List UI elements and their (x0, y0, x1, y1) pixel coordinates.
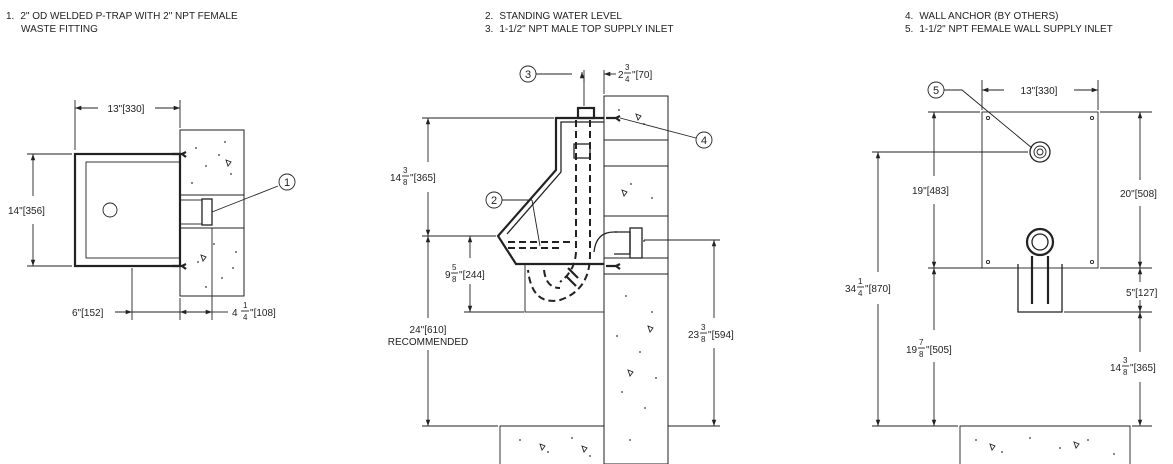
svg-text:"[244]: "[244] (459, 270, 485, 281)
callout-2 (485, 191, 503, 209)
svg-text:5: 5 (452, 263, 457, 272)
front-trap-housing (1017, 264, 1063, 313)
note-3: 3.1-1/2" NPT MALE TOP SUPPLY INLET (485, 24, 674, 35)
front-outlet (1025, 227, 1055, 257)
svg-text:8: 8 (919, 350, 924, 359)
note-1-line-2: WASTE FITTING (21, 24, 98, 35)
dim-front-bottom: 14 3 8 "[365] (1110, 356, 1156, 377)
svg-text:23: 23 (688, 330, 700, 341)
note-5: 5.1-1/2" NPT FEMALE WALL SUPPLY INLET (905, 24, 1113, 35)
svg-text:4: 4 (243, 313, 248, 322)
dim-side-outlet: 23 3 8 "[594] (688, 323, 734, 344)
side-floor (499, 425, 604, 464)
callout-4 (695, 131, 713, 149)
svg-text:9: 9 (445, 270, 451, 281)
dim-front-lower: 19 7 8 "[505] (906, 338, 952, 359)
dim-front-total: 34 1 4 "[870] (845, 277, 891, 298)
side-dashed-pipes (508, 120, 591, 302)
svg-text:7: 7 (919, 338, 924, 347)
svg-text:1: 1 (243, 301, 248, 310)
side-outlet-fitting (593, 231, 631, 255)
callout-3 (519, 65, 537, 83)
side-top-inlet (576, 106, 596, 120)
svg-text:19: 19 (906, 345, 918, 356)
svg-text:14: 14 (390, 173, 402, 184)
front-view: 5 13"[330] 19"[483] 34 1 4 "[870] (845, 80, 1158, 464)
svg-text:8: 8 (452, 275, 457, 284)
note-1: 1.2" OD WELDED P-TRAP WITH 2" NPT FEMALE (6, 11, 238, 22)
svg-text:14: 14 (1110, 363, 1122, 374)
callout-1 (278, 173, 296, 191)
callout-5-label: 5 (933, 85, 939, 97)
top-receptor (73, 152, 182, 268)
svg-text:"[365]: "[365] (410, 173, 436, 184)
dim-front-trap: 5"[127] (1126, 288, 1158, 299)
notes: 1.2" OD WELDED P-TRAP WITH 2" NPT FEMALE… (6, 11, 1113, 35)
dim-side-floor: 24"[610] (410, 325, 447, 336)
concrete-speckle (191, 141, 237, 288)
callout-2-label: 2 (491, 195, 497, 207)
svg-text:"[108]: "[108] (250, 308, 276, 319)
svg-text:3: 3 (701, 323, 706, 332)
svg-text:"[70]: "[70] (632, 70, 652, 81)
dim-side-floor-note: RECOMMENDED (388, 337, 469, 348)
svg-text:3: 3 (1123, 356, 1128, 365)
side-view: 3 4 2 2 3 4 "[70] 14 3 8 "[365] (388, 63, 734, 464)
svg-text:8: 8 (403, 178, 408, 187)
dim-side-trap: 9 5 8 "[244] (445, 263, 485, 284)
callout-4-label: 4 (701, 135, 707, 147)
svg-text:"[365]: "[365] (1130, 363, 1156, 374)
svg-text:8: 8 (1123, 368, 1128, 377)
svg-text:1: 1 (858, 277, 863, 286)
dim-top-offset: 6"[152] (72, 308, 104, 319)
svg-text:8: 8 (701, 335, 706, 344)
front-supply-inlet (1029, 141, 1051, 163)
front-floor (959, 425, 1131, 464)
top-basin (85, 161, 181, 259)
top-view: 1 13"[330] 14"[356] 6"[152] 4 1 (8, 100, 296, 322)
svg-text:4: 4 (625, 75, 630, 84)
svg-text:4: 4 (858, 289, 863, 298)
svg-text:3: 3 (625, 63, 630, 72)
dim-front-plate: 20"[508] (1120, 189, 1157, 200)
side-trap-housing (524, 263, 605, 313)
dim-front-upper: 19"[483] (912, 186, 949, 197)
dim-top-outlet: 4 1 4 "[108] (232, 301, 276, 322)
svg-text:"[505]: "[505] (926, 345, 952, 356)
dim-top-width: 13"[330] (108, 104, 145, 115)
callout-1-label: 1 (284, 177, 290, 189)
front-plate (981, 111, 1099, 269)
front-concrete-speckle (975, 437, 1115, 455)
svg-text:34: 34 (845, 284, 857, 295)
note-4: 4.WALL ANCHOR (BY OTHERS) (905, 11, 1058, 22)
dim-side-wall-offset: 2 3 4 "[70] (618, 63, 652, 84)
svg-text:2: 2 (618, 70, 624, 81)
svg-text:"[594]: "[594] (708, 330, 734, 341)
note-2: 2.STANDING WATER LEVEL (485, 11, 622, 22)
top-drain (102, 202, 118, 218)
dim-front-width: 13"[330] (1021, 86, 1058, 97)
dim-side-height: 14 3 8 "[365] (390, 166, 436, 187)
svg-text:"[870]: "[870] (865, 284, 891, 295)
side-wall (603, 95, 669, 464)
dim-top-depth: 14"[356] (8, 206, 45, 217)
svg-text:3: 3 (403, 166, 408, 175)
callout-3-label: 3 (525, 69, 531, 81)
side-concrete-speckle (519, 109, 657, 457)
svg-text:4: 4 (232, 308, 238, 319)
